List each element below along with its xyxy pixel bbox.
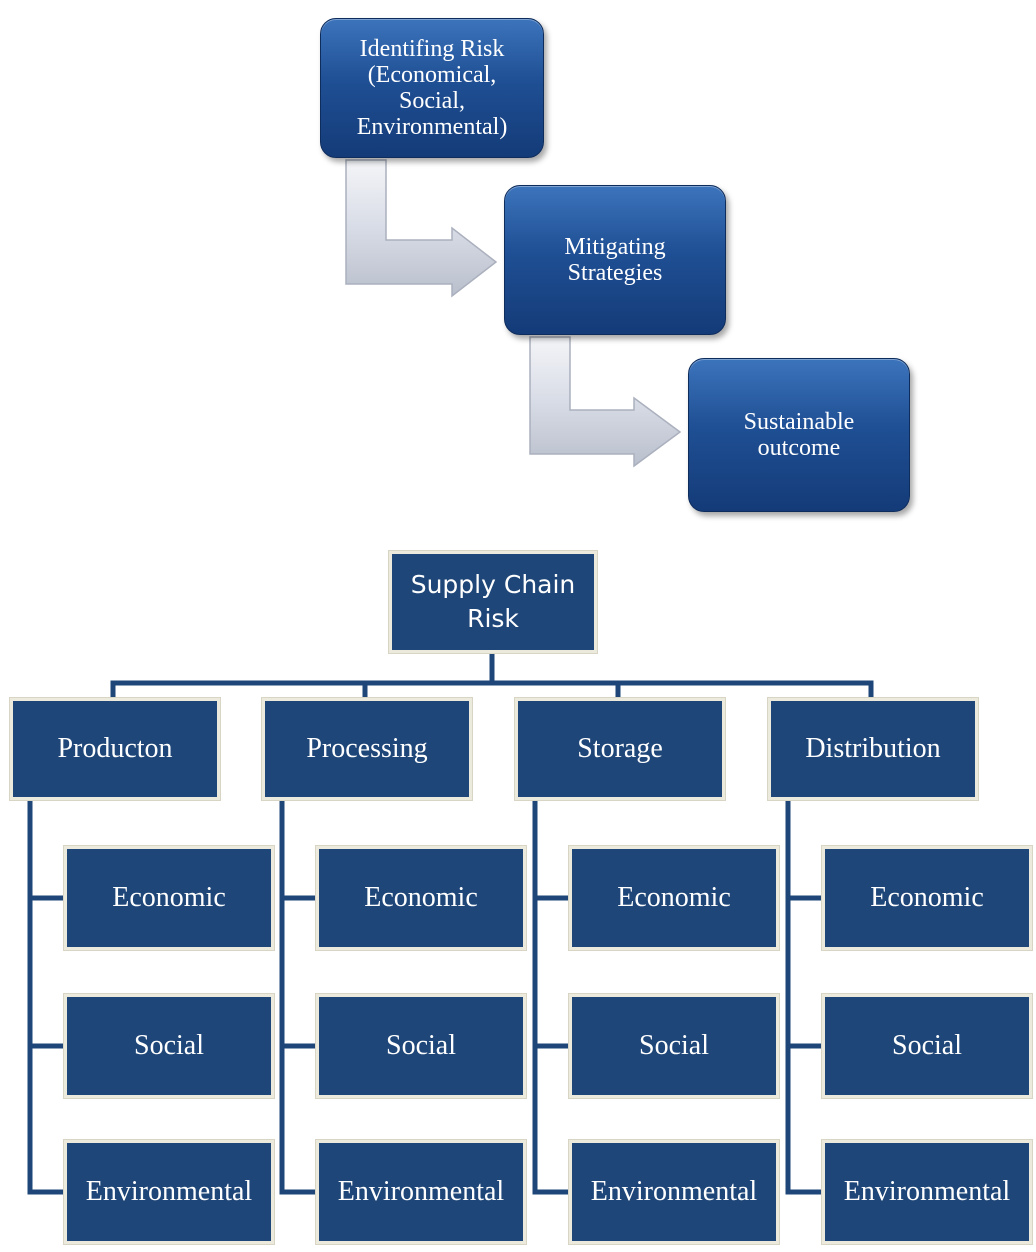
org-stage-storage: Storage [514,697,726,801]
org-leaf-economic: Economic [568,845,780,951]
flow-arrow-1 [345,159,498,298]
flow-step-line: Sustainable [743,409,855,435]
org-leaf-social: Social [63,993,275,1099]
process-flow-arrows [345,159,682,468]
org-leaf-environmental: Environmental [821,1139,1033,1245]
org-leaf-environmental: Environmental [568,1139,780,1245]
org-leaf-environmental: Environmental [315,1139,527,1245]
flow-step-identifying-risk: Identifing Risk (Economical, Social, Env… [320,18,544,158]
flow-step-line: Social, [399,88,465,114]
org-leaf-social: Social [568,993,780,1099]
org-leaf-economic: Economic [63,845,275,951]
flow-step-line: Strategies [567,260,663,286]
org-stage-distribution: Distribution [767,697,979,801]
org-root-supply-chain-risk: Supply Chain Risk [388,550,598,654]
flow-step-line: outcome [757,435,841,461]
org-leaf-economic: Economic [315,845,527,951]
org-stage-processing: Processing [261,697,473,801]
org-leaf-social: Social [821,993,1033,1099]
flow-step-line: Identifing Risk [359,36,505,62]
flow-arrow-2 [529,336,682,468]
flow-step-mitigating-strategies: Mitigating Strategies [504,185,726,335]
org-stage-producton: Producton [9,697,221,801]
flow-step-line: Environmental) [356,114,508,140]
org-chart-connectors [27,650,874,1195]
org-leaf-environmental: Environmental [63,1139,275,1245]
flow-step-line: Mitigating [564,234,666,260]
org-root-line: Supply Chain [410,570,576,599]
org-leaf-economic: Economic [821,845,1033,951]
org-leaf-social: Social [315,993,527,1099]
flow-step-line: (Economical, [367,62,497,88]
org-root-line: Risk [467,604,519,633]
flow-step-sustainable-outcome: Sustainable outcome [688,358,910,512]
